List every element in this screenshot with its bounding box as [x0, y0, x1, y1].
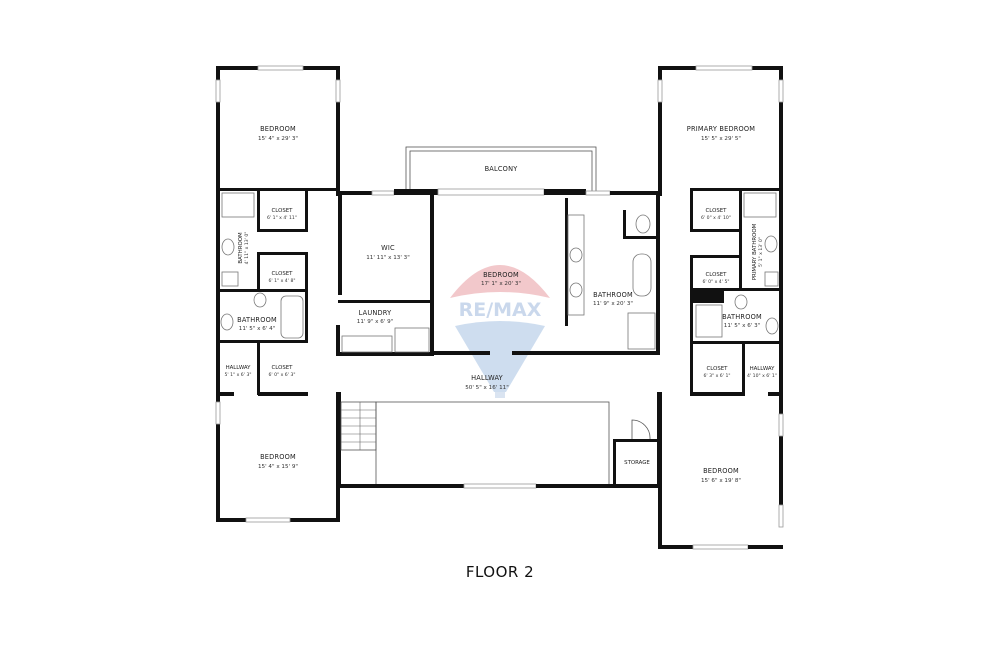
svg-text:BEDROOM: BEDROOM [260, 453, 296, 461]
svg-text:11' 9" x 6' 9": 11' 9" x 6' 9" [357, 319, 394, 325]
svg-text:15' 6" x 19' 8": 15' 6" x 19' 8" [701, 478, 741, 484]
room-closet-nw1: CLOSET 6' 1" x 4' 11" [267, 208, 297, 221]
svg-text:HALLWAY: HALLWAY [471, 374, 504, 382]
svg-text:15' 4" x 15' 9": 15' 4" x 15' 9" [258, 464, 298, 470]
svg-text:CLOSET: CLOSET [272, 271, 294, 277]
room-laundry: LAUNDRY 11' 9" x 6' 9" [357, 309, 394, 325]
room-hallway-w: HALLWAY 5' 1" x 6' 3" [224, 365, 251, 378]
svg-text:6' 3" x 6' 1": 6' 3" x 6' 1" [703, 373, 730, 379]
svg-text:CLOSET: CLOSET [707, 366, 729, 372]
svg-text:CLOSET: CLOSET [272, 208, 294, 214]
room-closet-nw2: CLOSET 6' 1" x 4' 8" [268, 271, 295, 284]
right-wing [657, 65, 784, 550]
remax-watermark: RE/MAX [450, 265, 550, 398]
balloon-basket [495, 392, 505, 398]
svg-text:6' 1" x 4' 11": 6' 1" x 4' 11" [267, 215, 297, 221]
balloon-red-top [450, 265, 550, 298]
svg-text:5' 1" x 13' 0": 5' 1" x 13' 0" [758, 237, 764, 267]
svg-text:WIC: WIC [381, 244, 395, 252]
svg-text:15' 4" x 29' 3": 15' 4" x 29' 3" [258, 136, 298, 142]
room-closet-w: CLOSET 6' 0" x 6' 3" [268, 365, 295, 378]
svg-text:BATHROOM: BATHROOM [238, 232, 244, 264]
svg-text:6' 0" x 4' 5": 6' 0" x 4' 5" [702, 279, 729, 285]
svg-text:17' 1" x 20' 3": 17' 1" x 20' 3" [481, 281, 521, 287]
room-bedroom-center: BEDROOM 17' 1" x 20' 3" [481, 271, 521, 287]
left-wing [215, 65, 341, 523]
svg-text:BEDROOM: BEDROOM [703, 467, 739, 475]
svg-text:BATHROOM: BATHROOM [237, 316, 277, 324]
room-primary-bedroom: PRIMARY BEDROOM 15' 5" x 29' 5" [687, 125, 756, 142]
room-hallway-center: HALLWAY 50' 5" x 16' 11" [465, 374, 509, 391]
room-closet-ne2: CLOSET 6' 0" x 4' 5" [702, 272, 729, 285]
svg-text:6' 0" x 6' 3": 6' 0" x 6' 3" [268, 372, 295, 378]
room-bedroom-se: BEDROOM 15' 6" x 19' 8" [701, 467, 741, 484]
svg-text:HALLWAY: HALLWAY [226, 365, 252, 371]
room-bathroom-center: BATHROOM 11' 9" x 20' 3" [593, 291, 633, 307]
svg-text:CLOSET: CLOSET [706, 272, 728, 278]
svg-text:4' 11" x 13' 0": 4' 11" x 13' 0" [244, 232, 250, 265]
svg-text:15' 5" x 29' 5": 15' 5" x 29' 5" [701, 136, 741, 142]
floor-title: FLOOR 2 [465, 563, 535, 581]
svg-text:CLOSET: CLOSET [272, 365, 294, 371]
svg-text:4' 10" x 6' 1": 4' 10" x 6' 1" [747, 373, 777, 379]
svg-text:11' 5" x 6' 4": 11' 5" x 6' 4" [239, 326, 276, 332]
svg-text:BATHROOM: BATHROOM [722, 313, 762, 321]
svg-text:HALLWAY: HALLWAY [750, 366, 776, 372]
svg-text:CLOSET: CLOSET [706, 208, 728, 214]
svg-text:BATHROOM: BATHROOM [593, 291, 633, 299]
svg-text:STORAGE: STORAGE [624, 460, 650, 466]
room-labels: BEDROOM 15' 4" x 29' 3" CLOSET 6' 1" x 4… [224, 125, 776, 484]
svg-text:BALCONY: BALCONY [485, 165, 519, 173]
room-balcony: BALCONY [485, 165, 519, 173]
svg-text:BEDROOM: BEDROOM [483, 271, 519, 279]
svg-text:PRIMARY BEDROOM: PRIMARY BEDROOM [687, 125, 756, 133]
svg-text:50' 5" x 16' 11": 50' 5" x 16' 11" [465, 385, 509, 391]
room-bathroom-w-vertical: BATHROOM 4' 11" x 13' 0" [238, 232, 250, 265]
svg-text:BEDROOM: BEDROOM [260, 125, 296, 133]
room-bedroom-nw: BEDROOM 15' 4" x 29' 3" [258, 125, 298, 142]
center-block [336, 146, 662, 489]
room-bathroom-w: BATHROOM 11' 5" x 6' 4" [237, 316, 277, 332]
room-hallway-e: HALLWAY 4' 10" x 6' 1" [747, 366, 777, 379]
svg-text:6' 1" x 4' 8": 6' 1" x 4' 8" [268, 278, 295, 284]
svg-text:6' 0" x 4' 10": 6' 0" x 4' 10" [701, 215, 731, 221]
room-closet-ne1: CLOSET 6' 0" x 4' 10" [701, 208, 731, 221]
remax-logo-text: RE/MAX [459, 299, 542, 321]
svg-text:11' 9" x 20' 3": 11' 9" x 20' 3" [593, 301, 633, 307]
balloon-blue-bottom [455, 321, 545, 392]
svg-text:PRIMARY BATHROOM: PRIMARY BATHROOM [752, 223, 758, 280]
staircase [340, 401, 377, 451]
room-bedroom-sw: BEDROOM 15' 4" x 15' 9" [258, 453, 298, 470]
svg-text:LAUNDRY: LAUNDRY [359, 309, 393, 317]
room-primary-bathroom: PRIMARY BATHROOM 5' 1" x 13' 0" [752, 223, 764, 280]
svg-text:11' 11" x 13' 3": 11' 11" x 13' 3" [366, 255, 410, 261]
svg-text:5' 1" x 6' 3": 5' 1" x 6' 3" [224, 372, 251, 378]
room-wic: WIC 11' 11" x 13' 3" [366, 244, 410, 261]
svg-text:11' 5" x 6' 3": 11' 5" x 6' 3" [724, 323, 761, 329]
room-storage: STORAGE [624, 460, 650, 466]
room-bathroom-e: BATHROOM 11' 5" x 6' 3" [722, 313, 762, 329]
room-closet-e: CLOSET 6' 3" x 6' 1" [703, 366, 730, 379]
